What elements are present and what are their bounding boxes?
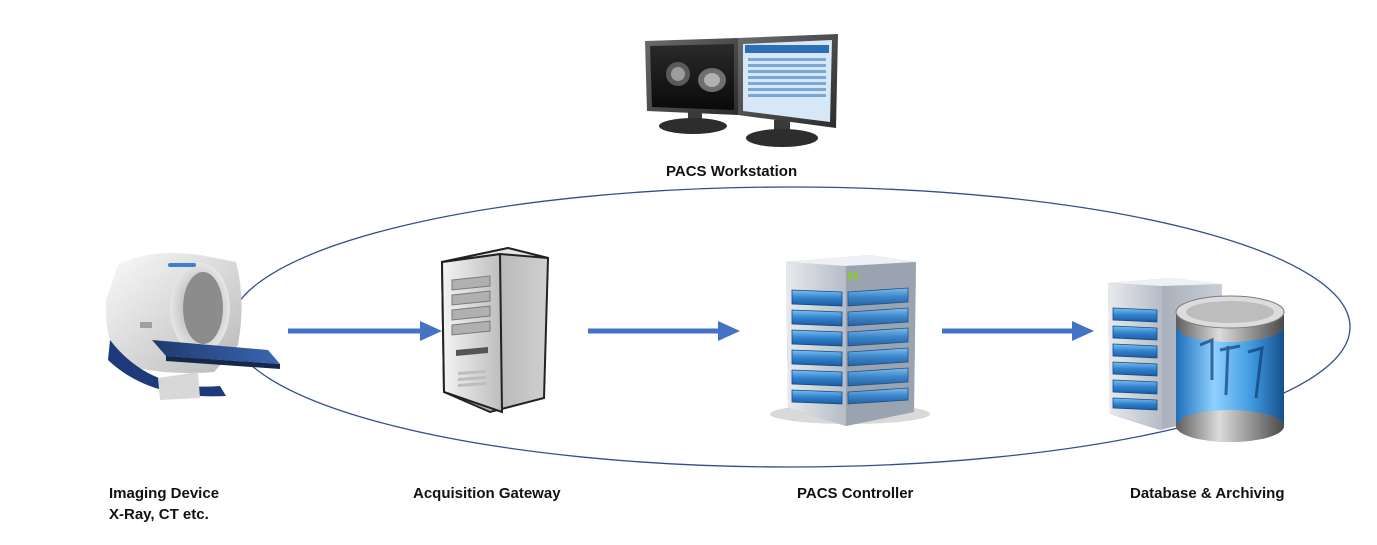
database-cylinder-icon bbox=[1108, 278, 1285, 442]
tower-computer-icon bbox=[440, 246, 550, 414]
database-archiving-label: Database & Archiving bbox=[1130, 485, 1285, 502]
imaging-device-label: Imaging Device X-Ray, CT etc. bbox=[109, 483, 219, 525]
dual-monitor-icon bbox=[645, 34, 838, 147]
imaging-device-label-line2: X-Ray, CT etc. bbox=[109, 506, 209, 523]
pacs-controller-label: PACS Controller bbox=[797, 485, 914, 502]
ct-scanner-icon bbox=[105, 252, 280, 400]
imaging-device-label-line1: Imaging Device bbox=[109, 485, 220, 502]
acquisition-gateway-label: Acquisition Gateway bbox=[413, 485, 561, 502]
arrow-gateway-to-controller bbox=[588, 321, 740, 341]
arrow-controller-to-archive bbox=[942, 321, 1094, 341]
server-rack-icon bbox=[770, 255, 930, 426]
arrow-device-to-gateway bbox=[288, 321, 442, 341]
workstation-label: PACS Workstation bbox=[666, 163, 798, 180]
